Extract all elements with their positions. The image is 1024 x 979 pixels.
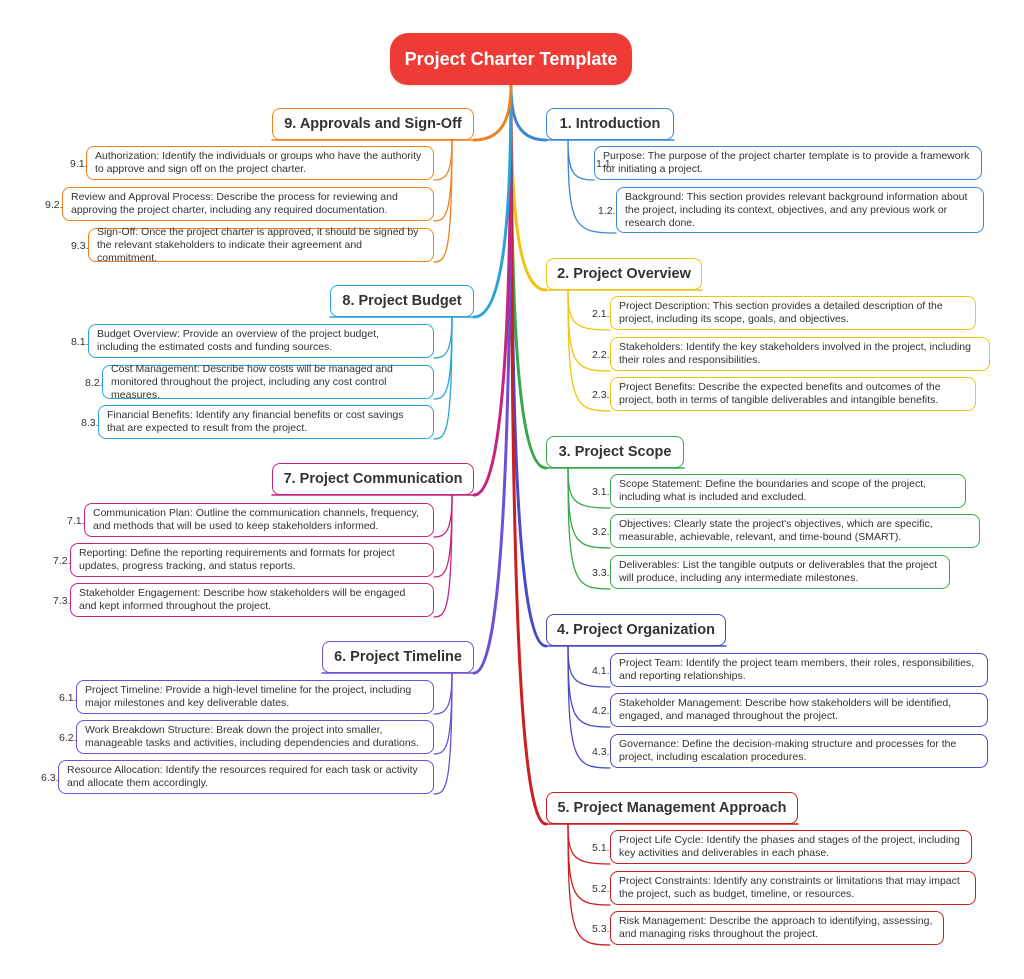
subtopic-8-2[interactable]: Cost Management: Describe how costs will… [102,363,434,401]
topic-project-overview[interactable]: 2. Project Overview [546,258,702,290]
subtopic-7-3[interactable]: Stakeholder Engagement: Describe how sta… [70,583,434,617]
root-topic[interactable]: Project Charter Template [390,33,632,85]
number-label: 1.1. [596,158,614,170]
number-label: 2.2. [592,349,610,361]
subtopic-3-3[interactable]: Deliverables: List the tangible outputs … [610,555,950,589]
subtopic-8-3[interactable]: Financial Benefits: Identify any financi… [98,405,434,439]
number-label: 4.1. [592,665,610,677]
number-label: 6.2. [59,732,77,744]
subtopic-5-3[interactable]: Risk Management: Describe the approach t… [610,911,944,945]
number-label: 4.3. [592,746,610,758]
number-label: 5.2. [592,883,610,895]
subtopic-6-3[interactable]: Resource Allocation: Identify the resour… [58,760,434,794]
number-label: 7.3. [53,595,71,607]
subtopic-8-1[interactable]: Budget Overview: Provide an overview of … [88,324,434,358]
topic-project-timeline[interactable]: 6. Project Timeline [322,641,474,673]
topic-project-management-approach[interactable]: 5. Project Management Approach [546,792,798,824]
number-label: 8.3. [81,417,99,429]
subtopic-7-1[interactable]: Communication Plan: Outline the communic… [84,503,434,537]
subtopic-5-2[interactable]: Project Constraints: Identify any constr… [610,871,976,905]
number-label: 9.1. [70,158,88,170]
number-label: 5.1. [592,842,610,854]
subtopic-4-2[interactable]: Stakeholder Management: Describe how sta… [610,693,988,727]
topic-project-communication[interactable]: 7. Project Communication [272,463,474,495]
number-label: 8.1. [71,336,89,348]
subtopic-2-1[interactable]: Project Description: This section provid… [610,296,976,330]
topic-project-scope[interactable]: 3. Project Scope [546,436,684,468]
number-label: 6.3. [41,772,59,784]
number-label: 3.2. [592,526,610,538]
number-label: 8.2. [85,377,103,389]
subtopic-3-1[interactable]: Scope Statement: Define the boundaries a… [610,474,966,508]
subtopic-4-1[interactable]: Project Team: Identify the project team … [610,653,988,687]
topic-project-organization[interactable]: 4. Project Organization [546,614,726,646]
number-label: 9.2. [45,199,63,211]
number-label: 3.1. [592,486,610,498]
number-label: 2.1. [592,308,610,320]
subtopic-2-2[interactable]: Stakeholders: Identify the key stakehold… [610,337,990,371]
topic-project-budget[interactable]: 8. Project Budget [330,285,474,317]
subtopic-1-2[interactable]: Background: This section provides releva… [616,187,984,233]
subtopic-9-2[interactable]: Review and Approval Process: Describe th… [62,187,434,221]
number-label: 4.2. [592,705,610,717]
number-label: 9.3. [71,240,89,252]
number-label: 7.2. [53,555,71,567]
subtopic-4-3[interactable]: Governance: Define the decision-making s… [610,734,988,768]
topic-approvals-and-sign-off[interactable]: 9. Approvals and Sign-Off [272,108,474,140]
number-label: 1.2. [598,205,616,217]
subtopic-6-1[interactable]: Project Timeline: Provide a high-level t… [76,680,434,714]
subtopic-7-2[interactable]: Reporting: Define the reporting requirem… [70,543,434,577]
number-label: 5.3. [592,923,610,935]
number-label: 3.3. [592,567,610,579]
subtopic-2-3[interactable]: Project Benefits: Describe the expected … [610,377,976,411]
subtopic-9-1[interactable]: Authorization: Identify the individuals … [86,146,434,180]
number-label: 7.1. [67,515,85,527]
subtopic-3-2[interactable]: Objectives: Clearly state the project's … [610,514,980,548]
subtopic-1-1[interactable]: Purpose: The purpose of the project char… [594,146,982,180]
subtopic-9-3[interactable]: Sign-Off: Once the project charter is ap… [88,226,434,264]
subtopic-6-2[interactable]: Work Breakdown Structure: Break down the… [76,720,434,754]
topic-introduction[interactable]: 1. Introduction [546,108,674,140]
number-label: 6.1. [59,692,77,704]
number-label: 2.3. [592,389,610,401]
subtopic-5-1[interactable]: Project Life Cycle: Identify the phases … [610,830,972,864]
